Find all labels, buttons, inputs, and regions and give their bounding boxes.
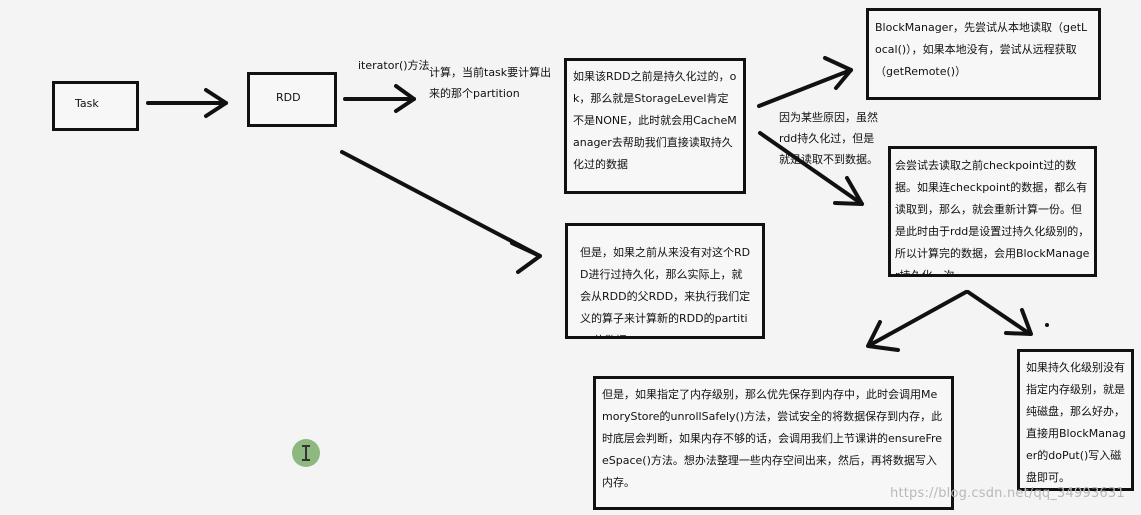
arrow-task-to-rdd [146,88,228,118]
text-cursor-icon [292,439,320,467]
watermark-url: https://blog.csdn.net/qq_34993631 [890,486,1125,501]
disk-store-node: 如果持久化级别没有指定内存级别，就是纯磁盘，那么好办，直接用BlockManag… [1017,349,1134,491]
rdd-node-label: RDD [276,91,301,104]
task-node-label: Task [75,97,99,110]
arrow-checkpoint-to-disk [966,290,1033,336]
blockmanager-node: BlockManager，先尝试从本地读取（getLocal()），如果本地没有… [866,8,1101,100]
arrow-checkpoint-to-memory [866,290,968,352]
not-persisted-text: 但是，如果之前从来没有对这个RDD进行过持久化，那么实际上，就会从RDD的父RD… [580,246,751,336]
some-reason-label: 因为某些原因，虽然rdd持久化过，但是就是读取不到数据。 [779,111,878,166]
persisted-check-node: 如果该RDD之前是持久化过的，ok，那么就是StorageLevel肯定不是NO… [564,58,746,194]
checkpoint-text: 会尝试去读取之前checkpoint过的数据。如果连checkpoint的数据，… [895,159,1090,277]
blockmanager-text: BlockManager，先尝试从本地读取（getLocal()），如果本地没有… [875,21,1088,78]
arrow-rdd-to-not-persisted [340,150,542,274]
not-persisted-node: 但是，如果之前从来没有对这个RDD进行过持久化，那么实际上，就会从RDD的父RD… [565,223,765,339]
task-node: Task [52,81,139,131]
checkpoint-node: 会尝试去读取之前checkpoint过的数据。如果连checkpoint的数据，… [888,146,1097,277]
iterator-label: iterator()方法 [358,59,430,72]
arrow-persisted-to-blockmanager [757,56,853,108]
arrow-rdd-to-iterator [343,84,416,113]
rdd-node: RDD [247,72,337,127]
disk-store-text: 如果持久化级别没有指定内存级别，就是纯磁盘，那么好办，直接用BlockManag… [1026,361,1126,484]
memory-store-node: 但是，如果指定了内存级别，那么优先保存到内存中，此时会调用MemoryStore… [593,376,954,510]
memory-store-text: 但是，如果指定了内存级别，那么优先保存到内存中，此时会调用MemoryStore… [602,388,943,489]
persisted-check-text: 如果该RDD之前是持久化过的，ok，那么就是StorageLevel肯定不是NO… [573,70,737,171]
compute-label: 计算，当前task要计算出来的那个partition [429,66,552,100]
